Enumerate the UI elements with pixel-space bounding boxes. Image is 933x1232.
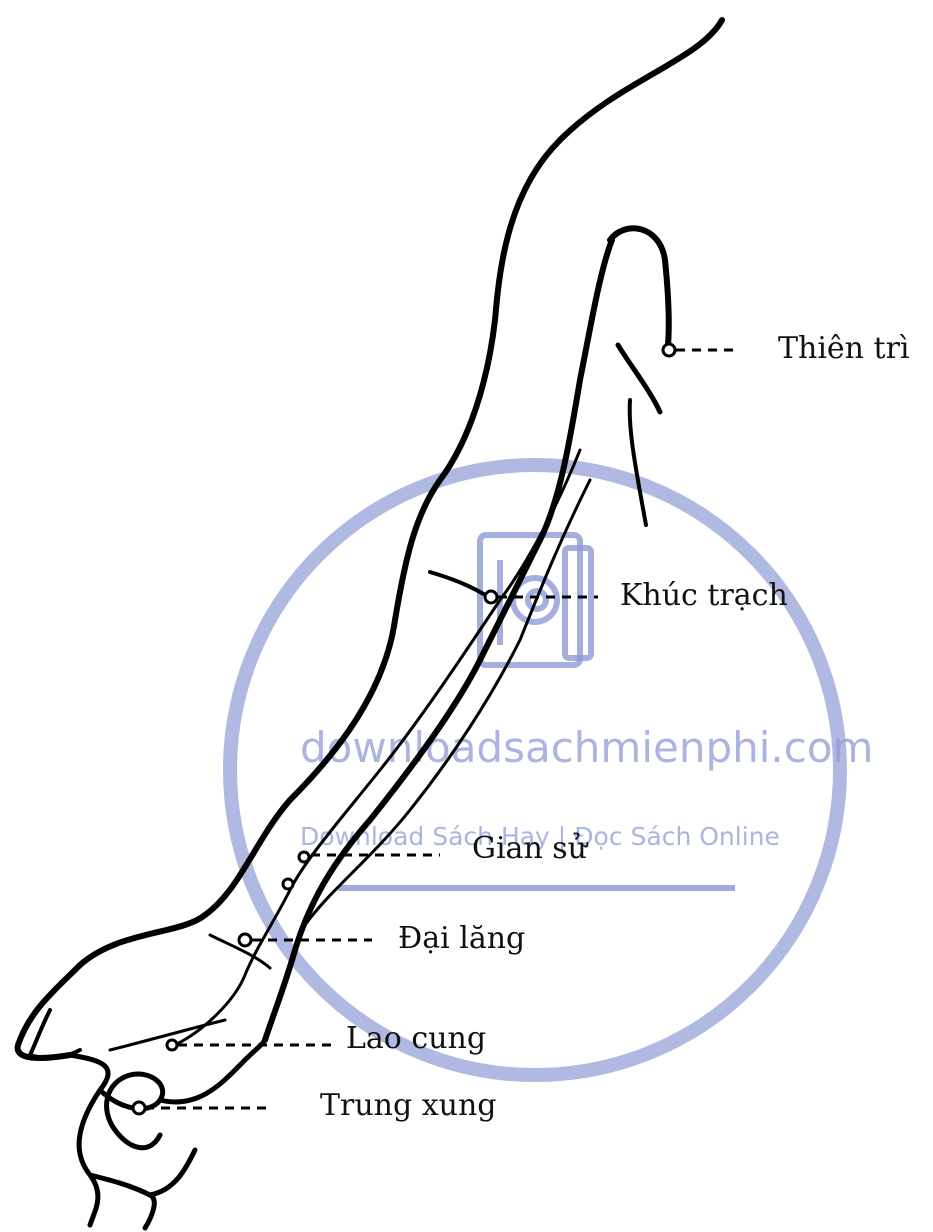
point-gian-su-2: [283, 879, 293, 889]
bicep-mark-1: [618, 345, 660, 412]
label-dai-lang: Đại lăng: [398, 921, 525, 956]
thumb: [30, 1010, 80, 1058]
hand-fingers: [70, 1040, 265, 1228]
label-gian-su: Gian sử: [472, 831, 589, 866]
watermark: downloadsachmienphi.com Download Sách Ha…: [230, 465, 873, 1075]
bicep-mark-2: [630, 400, 646, 525]
label-thien-tri: Thiên trì: [778, 331, 910, 366]
label-lao-cung: Lao cung: [346, 1021, 486, 1056]
point-dai-lang: [239, 934, 251, 946]
arm-outline-front: [265, 228, 669, 1040]
arm-outline-back: [18, 20, 722, 1058]
point-khuc-trach: [485, 591, 497, 603]
point-lao-cung: [167, 1040, 177, 1050]
point-thien-tri: [663, 344, 675, 356]
point-trung-xung: [133, 1102, 145, 1114]
label-trung-xung: Trung xung: [320, 1088, 497, 1123]
label-khuc-trach: Khúc trạch: [620, 578, 788, 613]
point-gian-su: [299, 852, 309, 862]
